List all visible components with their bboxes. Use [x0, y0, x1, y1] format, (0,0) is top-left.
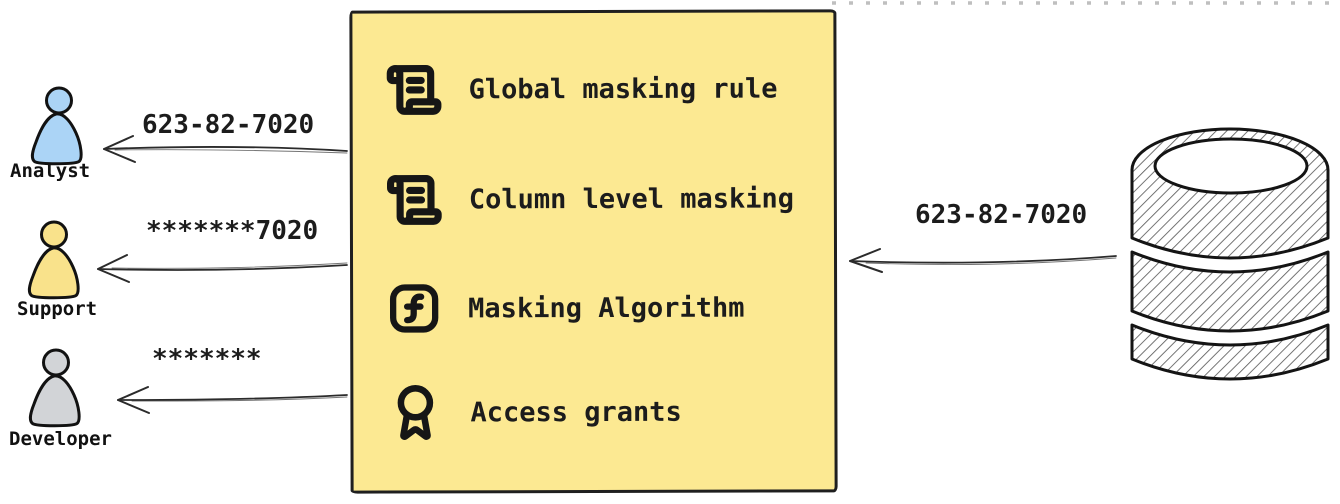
masking-rules-box: Global masking rule Column level masking… [349, 9, 838, 494]
box-item-label: Masking Algorithm [468, 292, 745, 324]
arrow-to-support [97, 254, 348, 283]
award-icon [397, 385, 434, 440]
user-icon [28, 348, 81, 428]
arrow-db-to-box [849, 248, 1117, 273]
box-item-label: Column level masking [468, 182, 795, 215]
square-function-icon [389, 284, 439, 333]
persona-name: Analyst [10, 160, 91, 182]
scroll-text-icon [386, 64, 442, 115]
persona-name: Developer [9, 428, 112, 450]
user-icon [27, 220, 80, 300]
scroll-text-icon [387, 174, 442, 225]
box-item-global-masking-rule: Global masking rule [352, 59, 833, 118]
database-icon [1130, 127, 1330, 381]
user-icon [30, 86, 83, 166]
persona-name: Support [17, 298, 98, 320]
arrow-to-developer [117, 386, 348, 414]
arrow-to-analyst [103, 135, 348, 163]
masked-value-analyst: 623-82-7020 [142, 110, 315, 140]
box-item-label: Access grants [470, 396, 682, 428]
box-item-masking-algorithm: Masking Algorithm [353, 278, 834, 337]
box-item-column-level-masking: Column level masking [353, 169, 834, 228]
masked-value-developer: ******* [152, 344, 262, 374]
box-item-access-grants: Access grants [353, 382, 834, 441]
masked-value-support: *******7020 [146, 216, 319, 246]
db-output-value: 623-82-7020 [915, 200, 1088, 230]
box-item-label: Global masking rule [468, 73, 778, 105]
